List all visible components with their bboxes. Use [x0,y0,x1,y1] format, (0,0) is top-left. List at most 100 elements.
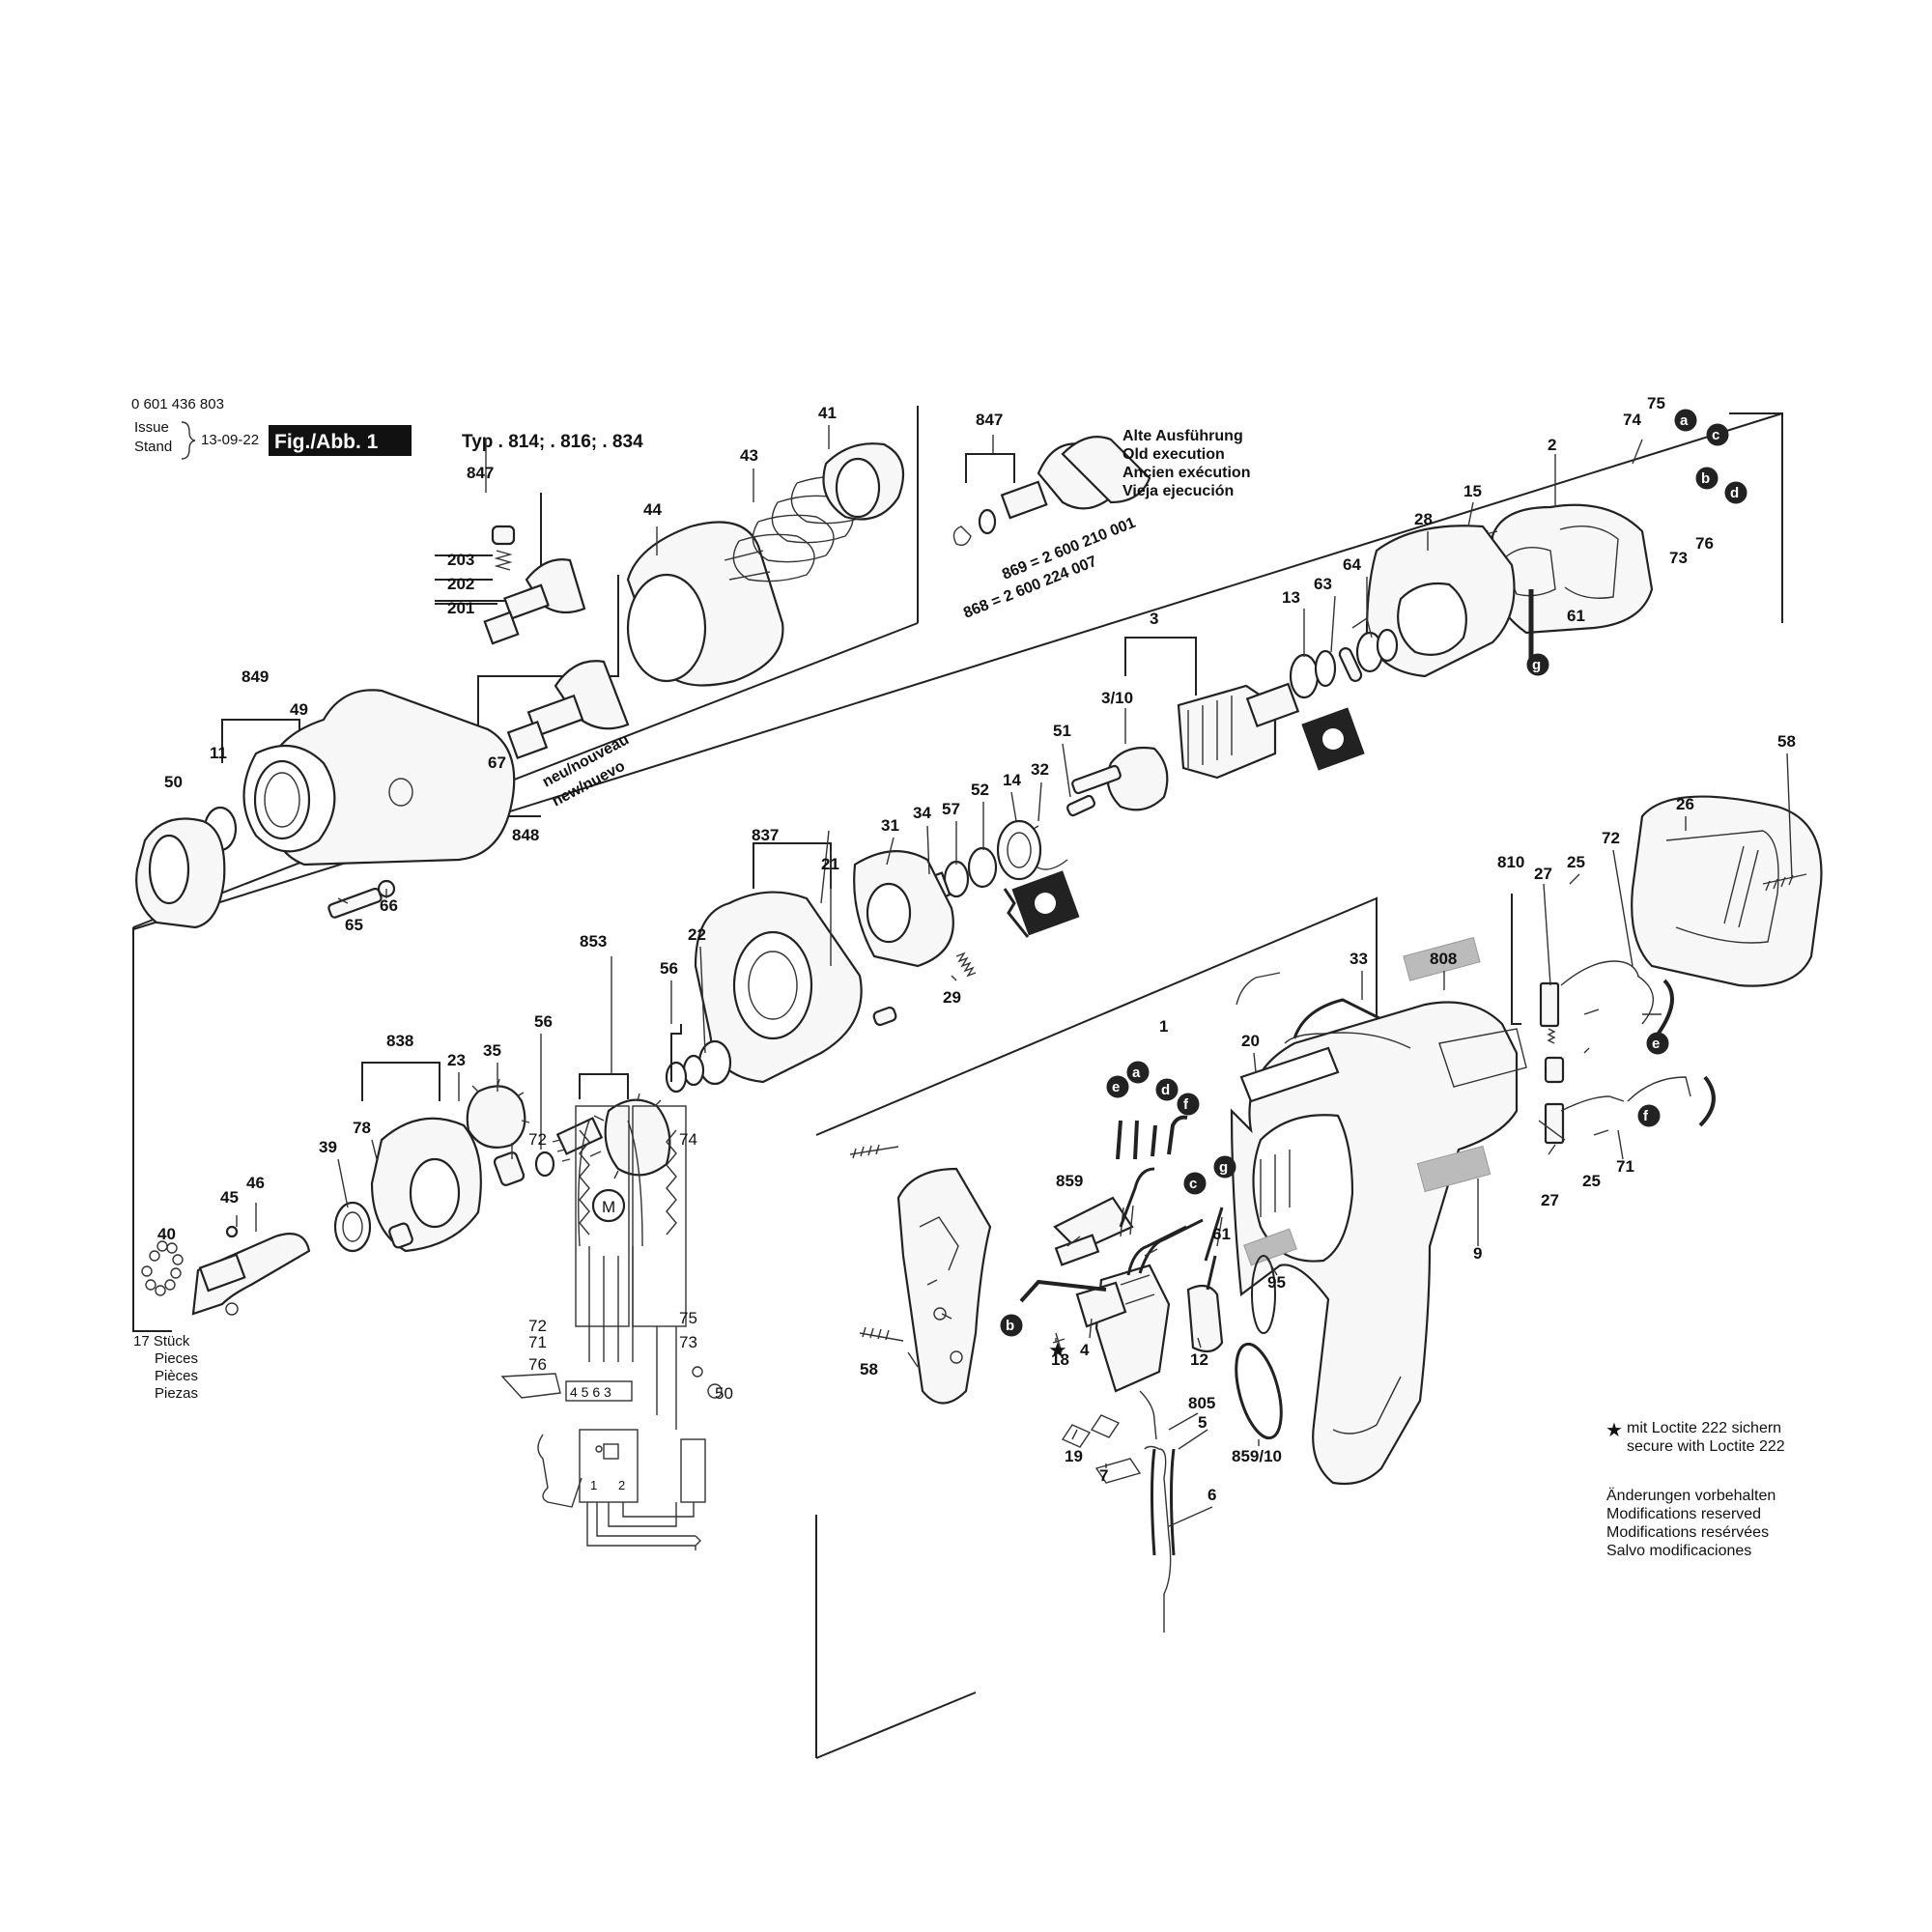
part-810: 810 [1497,853,1524,871]
part-837: 837 [752,826,779,844]
old-exec-fr: Ancien exécution [1122,465,1250,481]
old-execution-group [952,436,1151,547]
part-26: 26 [1676,795,1694,813]
pieces-fr: Pièces [155,1368,198,1384]
group-847-tool-holder [435,493,630,817]
part-76-top: 76 [1695,534,1714,553]
rear-cover-group [1511,795,1823,1145]
wire-c-switch: c [1189,1176,1197,1192]
part-35: 35 [483,1041,501,1060]
part-6: 6 [1208,1486,1216,1504]
pieces-de: 17 Stück [133,1333,190,1350]
loctite-de: mit Loctite 222 sichern [1627,1420,1781,1436]
figure-label-box [269,425,412,456]
part-1: 1 [1159,1017,1168,1036]
stand-label: Stand [134,439,172,455]
part-3: 3 [1150,610,1158,628]
old-exec-en: Old execution [1122,446,1225,463]
issue-brace [181,421,196,460]
part-58-right: 58 [1777,732,1796,751]
part-847-b: 847 [976,411,1003,429]
part-14: 14 [1003,771,1021,789]
modifications-en: Modifications reserved [1606,1506,1761,1522]
part-27-top: 27 [1534,865,1552,883]
part-31: 31 [881,816,899,835]
part-20: 20 [1241,1032,1260,1050]
old-exec-de: Alte Ausführung [1122,428,1243,444]
part-65: 65 [345,916,363,934]
part-3-10: 3/10 [1101,689,1133,707]
part-2: 2 [1548,436,1556,454]
part-11: 11 [210,744,227,762]
part-29: 29 [943,988,961,1007]
wire-a-switch: a [1132,1065,1141,1081]
frame-top-right [1729,412,1783,623]
switch-pin-2: 2 [618,1478,625,1492]
part-39: 39 [319,1138,337,1156]
modifications-es: Salvo modificaciones [1606,1543,1751,1559]
terminal-numbers: 4 5 6 3 [570,1384,611,1400]
wiring-schematic: M 4 5 6 3 1 2 [500,1105,723,1550]
part-5: 5 [1198,1413,1207,1432]
schem-71: 71 [528,1333,547,1351]
wire-label-markers: a c b d g e f e a d f c g b [1000,409,1747,1337]
pieces-es: Piezas [155,1385,198,1402]
part-50-a: 50 [164,773,183,791]
part-25-bottom: 25 [1582,1172,1601,1190]
part-71-right: 71 [1616,1157,1634,1176]
part-61-switch: 61 [1212,1225,1231,1243]
part-51: 51 [1053,722,1071,740]
loctite-en: secure with Loctite 222 [1627,1438,1785,1455]
part-56-a: 56 [660,959,678,978]
part-13: 13 [1282,588,1300,607]
modifications-de: Änderungen vorbehalten [1606,1487,1776,1504]
part-4: 4 [1080,1341,1090,1359]
wire-g-switch: g [1219,1159,1228,1176]
figure-label: Fig./Abb. 1 [274,431,379,453]
switch-group: ★ [849,1115,1283,1633]
part-49: 49 [290,700,308,719]
wire-e-switch: e [1112,1079,1120,1095]
part-19: 19 [1065,1447,1083,1465]
issue-date: 13-09-22 [201,432,259,448]
part-58-left: 58 [860,1360,878,1378]
part-201: 201 [447,599,474,617]
schem-72-b: 72 [528,1317,547,1335]
loctite-star-icon: ★ [1605,1418,1623,1441]
part-41: 41 [818,404,837,422]
wire-d-switch: d [1161,1082,1170,1098]
wire-e-right: e [1652,1036,1660,1052]
leader-lines [236,425,1793,1527]
frame-top-diagonal [132,622,919,928]
part-number: 0 601 436 803 [131,396,224,412]
part-808: 808 [1430,950,1457,968]
wire-a-top: a [1680,412,1689,429]
part-52: 52 [971,781,989,799]
part-15: 15 [1463,482,1482,500]
part-848: 848 [512,826,539,844]
part-7: 7 [1099,1466,1108,1485]
issue-label: Issue [134,419,169,436]
part-805: 805 [1188,1394,1215,1412]
part-23: 23 [447,1051,466,1069]
part-34: 34 [913,804,931,822]
motor-symbol: M [602,1198,615,1216]
pieces-en: Pieces [155,1350,198,1367]
cam-spring-group [626,442,905,687]
part-66: 66 [380,896,398,915]
wire-b-switch: b [1006,1318,1014,1334]
part-46: 46 [246,1174,265,1192]
front-housing-group [135,689,516,929]
part-18: 18 [1051,1350,1069,1369]
part-45: 45 [220,1188,239,1207]
part-40: 40 [157,1225,176,1243]
modifications-fr: Modifications resérvées [1606,1524,1769,1541]
switch-pin-1: 1 [590,1478,597,1492]
part-75-top: 75 [1647,394,1665,412]
part-203: 203 [447,551,474,569]
wire-c-top: c [1712,427,1719,443]
gear-housing-group [665,842,863,1094]
type-label: Typ . 814; . 816; . 834 [462,432,643,452]
